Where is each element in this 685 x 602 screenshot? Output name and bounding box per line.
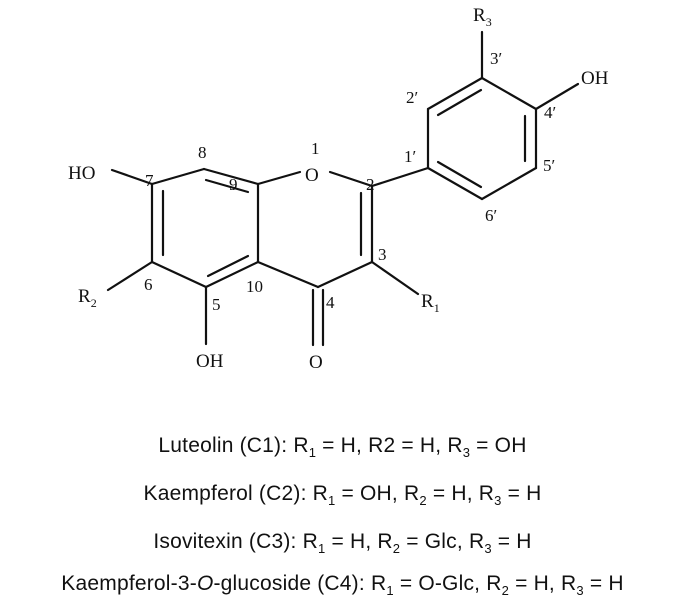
position-2: 2 xyxy=(366,175,375,194)
atom-o-1: O xyxy=(305,165,319,186)
r3-label: R3 xyxy=(478,482,502,509)
bond-c6-r2 xyxy=(106,260,154,292)
compound-name: Luteolin (C1) xyxy=(158,434,282,457)
bond-c3-c4 xyxy=(316,260,374,289)
atom-oh-4p: OH xyxy=(581,68,609,89)
bond-c3p-c4p xyxy=(480,76,538,111)
r3-label: R3 xyxy=(561,572,584,599)
position-4-prime: 4′ xyxy=(544,103,556,122)
r1-label: R1 xyxy=(302,530,326,557)
compound-name: Kaempferol (C2) xyxy=(143,482,301,505)
bond-c2-c1p xyxy=(370,166,430,188)
compound-line-c4: Kaempferol-3-O-glucoside (C4): R1 = O-Gl… xyxy=(61,572,624,599)
r1-label: R1 xyxy=(370,572,394,599)
bond-o1-c2 xyxy=(328,170,374,188)
atom-o-4: O xyxy=(309,352,323,373)
position-5-prime: 5′ xyxy=(543,156,555,175)
bond-c5-c6 xyxy=(150,260,208,289)
r3-value: = OH xyxy=(470,434,527,457)
position-10: 10 xyxy=(246,277,263,296)
position-6-prime: 6′ xyxy=(485,206,497,225)
compound-line-c1: Luteolin (C1): R1 = H, R2 = H, R3 = OH xyxy=(158,434,527,461)
position-2-prime: 2′ xyxy=(406,88,418,107)
bond-c10-c5-inner xyxy=(206,254,250,278)
bond-c7-ho xyxy=(110,168,154,186)
atom-r2: R2 xyxy=(78,286,97,310)
bond-c2p-c3p xyxy=(426,76,484,111)
r3-value: = H xyxy=(491,530,532,553)
bond-c6p-c1p-inner xyxy=(436,160,483,189)
bond-c8-c9-inner xyxy=(204,178,250,194)
r2-label: R2 xyxy=(377,530,401,557)
r2-value: = H, xyxy=(426,482,479,505)
bond-c3-r1 xyxy=(370,260,420,296)
r1-label: R1 xyxy=(293,434,317,461)
r1-value: = O-Glc, xyxy=(393,572,487,595)
r1-value: = H, xyxy=(316,434,369,457)
bond-c9-o1 xyxy=(256,170,302,186)
bond-c8-c9 xyxy=(202,167,260,186)
position-7: 7 xyxy=(145,171,154,190)
position-5: 5 xyxy=(212,295,221,314)
r2-label: R2 xyxy=(368,434,396,457)
bond-c10-c5 xyxy=(204,260,260,289)
bond-c2p-c3p-inner xyxy=(436,88,483,117)
position-1-prime: 1′ xyxy=(404,147,416,166)
r2-value: = H, xyxy=(395,434,448,457)
r2-value: = H, xyxy=(509,572,561,595)
compound-name: Isovitexin (C3) xyxy=(153,530,291,553)
r2-value: = Glc, xyxy=(400,530,469,553)
compound-name: Kaempferol-3-O-glucoside (C4) xyxy=(61,572,359,595)
bond-c4-c10 xyxy=(256,260,320,289)
r1-label: R1 xyxy=(312,482,336,509)
compound-line-c3: Isovitexin (C3): R1 = H, R2 = Glc, R3 = … xyxy=(153,530,532,557)
r2-label: R2 xyxy=(486,572,510,599)
position-3-prime: 3′ xyxy=(490,49,502,68)
r1-value: = OH, xyxy=(335,482,404,505)
position-1: 1 xyxy=(311,139,320,158)
atom-r3: R3 xyxy=(473,5,492,29)
r3-label: R3 xyxy=(447,434,471,461)
bond-c7-c8 xyxy=(150,167,206,186)
position-4: 4 xyxy=(326,293,335,312)
atom-ho-7: HO xyxy=(68,163,95,184)
flavone-structure-diagram: HO O OH O OH R1 R2 R3 1 2 3 4 5 6 7 8 9 … xyxy=(68,5,609,373)
r3-value: = H xyxy=(583,572,624,595)
position-8: 8 xyxy=(198,143,207,162)
atom-r1: R1 xyxy=(421,291,440,315)
compound-line-c2: Kaempferol (C2): R1 = OH, R2 = H, R3 = H xyxy=(143,482,542,509)
r1-value: = H, xyxy=(325,530,378,553)
r3-value: = H xyxy=(501,482,542,505)
position-6: 6 xyxy=(144,275,153,294)
r3-label: R3 xyxy=(468,530,492,557)
bond-c6p-c1p xyxy=(426,166,484,201)
atom-oh-5: OH xyxy=(196,351,224,372)
r2-label: R2 xyxy=(403,482,427,509)
position-9: 9 xyxy=(229,175,238,194)
position-3: 3 xyxy=(378,245,387,264)
bond-c4p-oh xyxy=(534,82,580,111)
bond-c5p-c6p xyxy=(480,166,538,201)
